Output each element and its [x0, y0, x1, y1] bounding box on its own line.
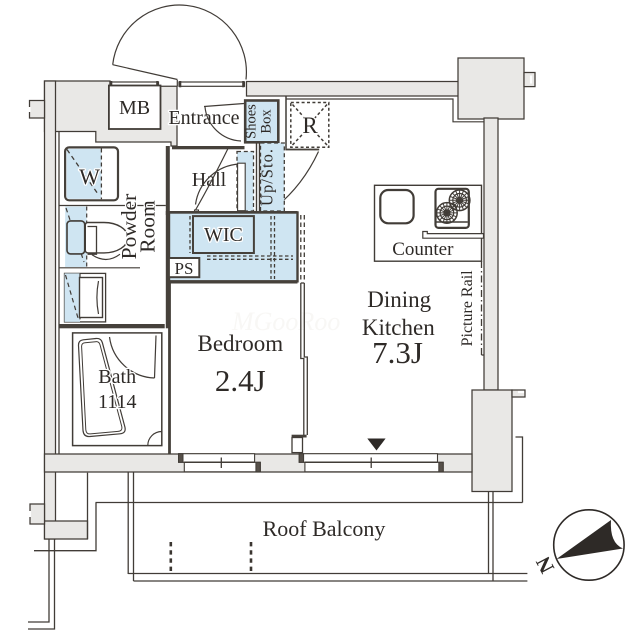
svg-text:MGooRoo: MGooRoo	[231, 307, 340, 336]
svg-text:2.4J: 2.4J	[215, 363, 266, 398]
svg-text:W: W	[79, 164, 100, 189]
svg-text:Room: Room	[136, 200, 160, 253]
svg-text:1114: 1114	[98, 391, 137, 413]
svg-text:PS: PS	[175, 259, 194, 278]
svg-text:WIC: WIC	[204, 224, 243, 246]
svg-text:MB: MB	[119, 97, 150, 119]
svg-text:R: R	[302, 113, 318, 138]
svg-text:Up/Sto.: Up/Sto.	[257, 148, 276, 206]
svg-text:Powder: Powder	[117, 194, 141, 260]
svg-text:7.3J: 7.3J	[372, 335, 423, 370]
svg-text:Picture Rail: Picture Rail	[459, 270, 476, 347]
svg-text:Shoes: Shoes	[244, 104, 260, 139]
svg-text:Bath: Bath	[98, 366, 136, 388]
svg-text:Entrance: Entrance	[168, 107, 239, 129]
svg-text:Dining: Dining	[367, 287, 431, 312]
svg-text:Bedroom: Bedroom	[197, 331, 283, 356]
svg-text:Roof Balcony: Roof Balcony	[263, 516, 386, 541]
svg-text:Counter: Counter	[392, 239, 454, 260]
svg-text:Hall: Hall	[192, 169, 227, 191]
svg-text:Kitchen: Kitchen	[362, 315, 435, 340]
svg-text:Box: Box	[259, 109, 275, 134]
